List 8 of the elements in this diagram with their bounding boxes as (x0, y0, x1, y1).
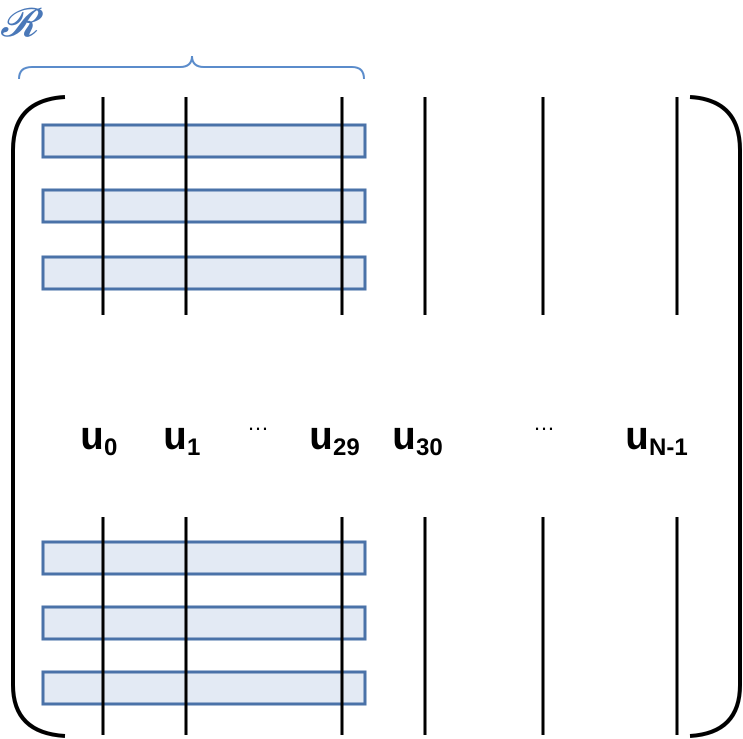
vector-label: u$_{29}$ (309, 420, 360, 460)
ellipsis: … (533, 412, 555, 434)
set-label: 𝓡 (0, 0, 743, 46)
vector-label: u$_{30}$ (392, 420, 443, 460)
ellipsis: … (247, 412, 269, 434)
vector-label: u$_{0}$ (80, 420, 118, 460)
vector-label: u$_{N-1}$ (625, 420, 688, 460)
vector-label: u$_{1}$ (163, 420, 200, 460)
